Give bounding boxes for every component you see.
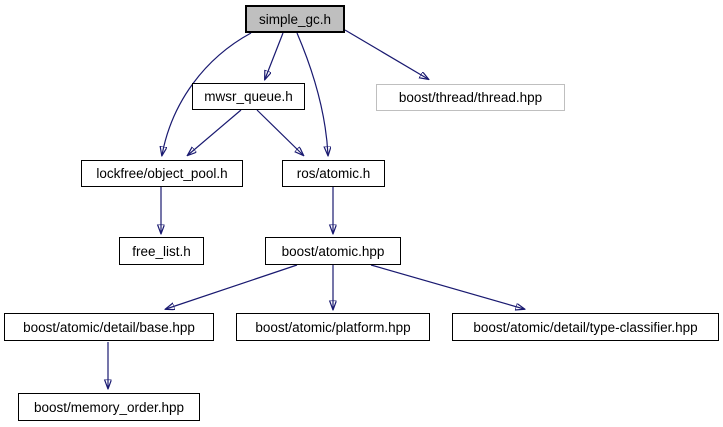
edge-mwsr-queue-to-object-pool <box>188 109 242 155</box>
node-boost-memory-order-hpp[interactable]: boost/memory_order.hpp <box>18 393 200 421</box>
node-boost-atomic-hpp[interactable]: boost/atomic.hpp <box>265 237 401 265</box>
node-lockfree-object-pool-h[interactable]: lockfree/object_pool.h <box>81 160 243 187</box>
node-boost-atomic-detail-type-classifier-hpp[interactable]: boost/atomic/detail/type-classifier.hpp <box>452 313 719 341</box>
node-boost-thread-thread-hpp: boost/thread/thread.hpp <box>376 84 565 111</box>
edge-simple-gc-to-mwsr-queue <box>265 32 284 79</box>
node-free-list-h[interactable]: free_list.h <box>119 237 204 265</box>
edge-boost-atomic-to-base <box>166 264 298 309</box>
edge-boost-atomic-to-type-classifier <box>370 264 524 309</box>
edge-simple-gc-to-boost-thread <box>344 29 428 79</box>
node-ros-atomic-h[interactable]: ros/atomic.h <box>282 160 385 187</box>
edge-simple-gc-to-ros-atomic <box>296 32 328 155</box>
node-mwsr-queue-h[interactable]: mwsr_queue.h <box>192 83 305 110</box>
edge-mwsr-queue-to-ros-atomic <box>256 109 303 155</box>
node-boost-atomic-detail-base-hpp[interactable]: boost/atomic/detail/base.hpp <box>4 313 214 341</box>
node-boost-atomic-platform-hpp[interactable]: boost/atomic/platform.hpp <box>236 313 430 341</box>
node-simple-gc-h: simple_gc.h <box>245 5 345 33</box>
